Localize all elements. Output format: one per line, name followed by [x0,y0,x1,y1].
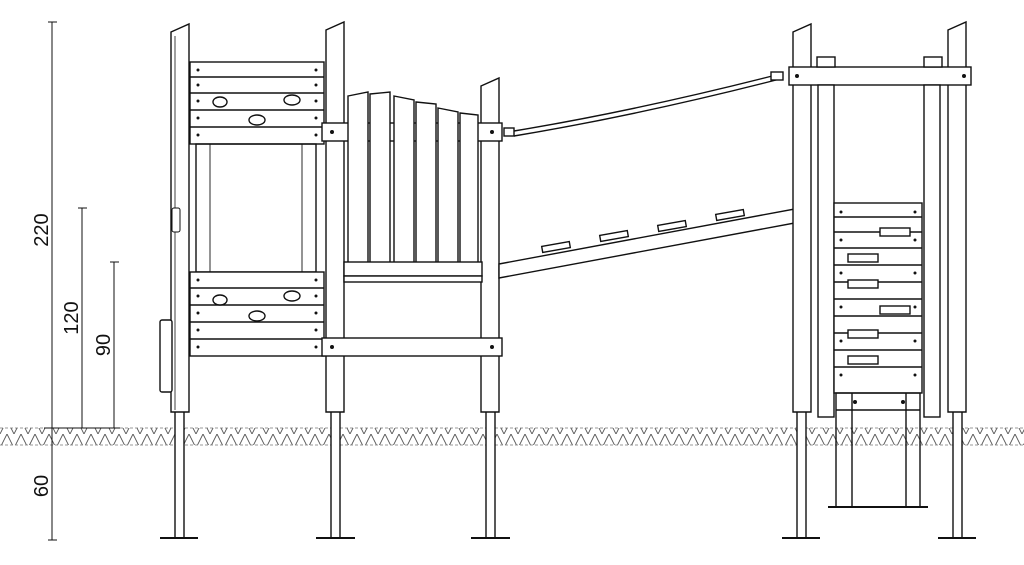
dimension-label-60: 60 [31,475,53,497]
middle-fence [321,91,503,357]
bolts-left [196,68,318,349]
ladder [828,202,928,508]
climbing-ramp [498,207,801,279]
ground-line [0,427,1024,446]
dimension-label-120: 120 [61,301,83,334]
right-tower [782,20,976,539]
bolts-right [795,74,966,404]
rope-bridge [503,71,784,137]
bolts-middle [330,130,494,349]
ground-hatch-band [0,428,1024,445]
dimension-label-90: 90 [93,334,115,356]
dimension-label-220: 220 [31,213,53,246]
dimension-lines [44,21,120,541]
left-tower [159,20,510,539]
climbing-holds [212,94,301,322]
